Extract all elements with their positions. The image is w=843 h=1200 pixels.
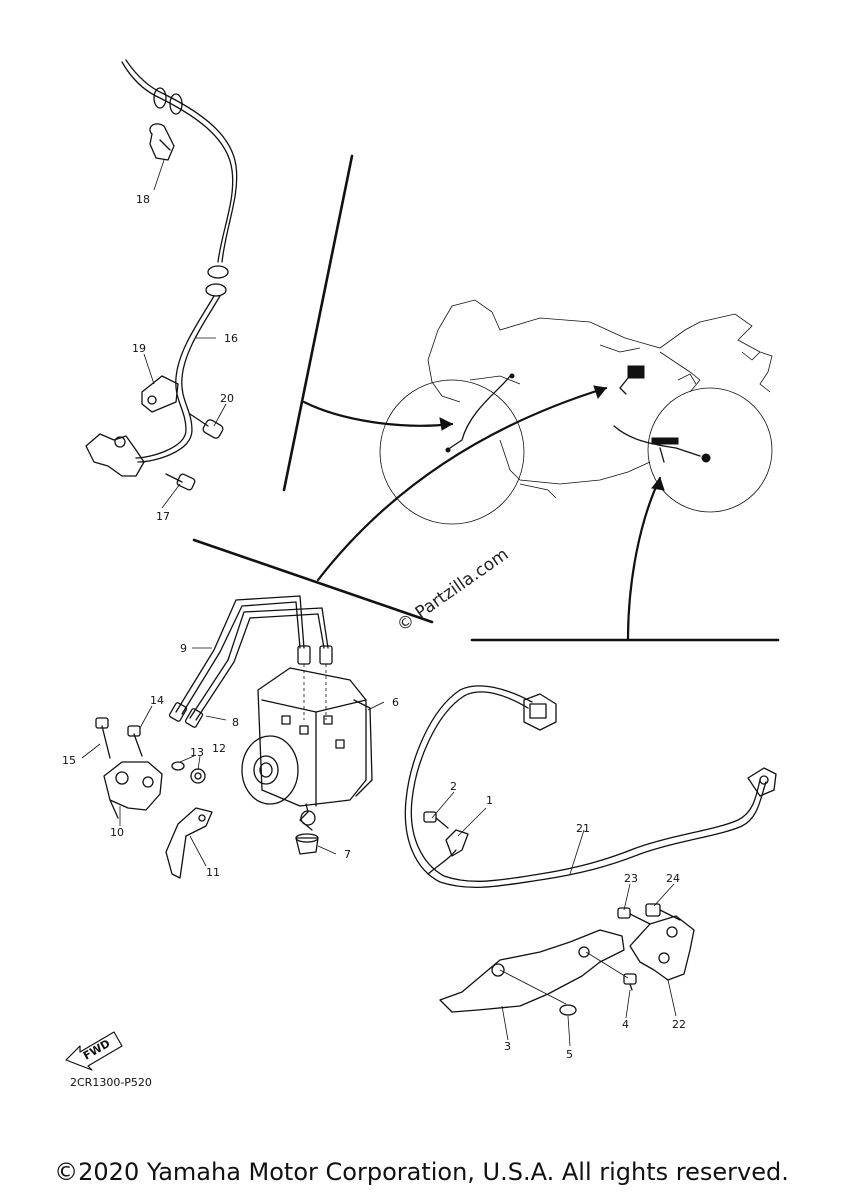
part-label-17: 17 — [156, 510, 170, 523]
part-label-5: 5 — [566, 1048, 573, 1061]
part-label-16: 16 — [224, 332, 238, 345]
part-label-21: 21 — [576, 822, 590, 835]
part-labels: 1 2 3 4 5 6 7 8 9 10 11 12 13 14 15 16 1… — [62, 193, 686, 1061]
fwd-label: FWD — [81, 1037, 112, 1063]
part-label-19: 19 — [132, 342, 146, 355]
part-label-23: 23 — [624, 872, 638, 885]
part-label-11: 11 — [206, 866, 220, 879]
part-label-1: 1 — [486, 794, 493, 807]
part-label-7: 7 — [344, 848, 351, 861]
fwd-arrow-icon: FWD — [65, 1031, 123, 1071]
part-label-18: 18 — [136, 193, 150, 206]
callout-lines — [192, 154, 780, 642]
part-label-20: 20 — [220, 392, 234, 405]
part-label-24: 24 — [666, 872, 680, 885]
part-label-4: 4 — [622, 1018, 629, 1031]
part-label-12: 12 — [212, 742, 226, 755]
part-label-3: 3 — [504, 1040, 511, 1053]
part-label-2: 2 — [450, 780, 457, 793]
part-label-14: 14 — [150, 694, 164, 707]
abs-unit-assembly — [95, 595, 373, 879]
front-sensor-assembly — [85, 59, 238, 491]
part-label-22: 22 — [672, 1018, 686, 1031]
part-label-15: 15 — [62, 754, 76, 767]
part-label-10: 10 — [110, 826, 124, 839]
part-label-6: 6 — [392, 696, 399, 709]
part-label-9: 9 — [180, 642, 187, 655]
part-label-13: 13 — [190, 746, 204, 759]
watermark: © Partzilla.com — [393, 544, 512, 636]
rear-sensor-assembly — [404, 685, 777, 1016]
leader-lines — [81, 159, 677, 1047]
motorcycle-outline — [379, 299, 773, 525]
copyright-footer: ©2020 Yamaha Motor Corporation, U.S.A. A… — [54, 1158, 789, 1186]
diagram-code: 2CR1300-P520 — [70, 1076, 152, 1089]
part-label-8: 8 — [232, 716, 239, 729]
